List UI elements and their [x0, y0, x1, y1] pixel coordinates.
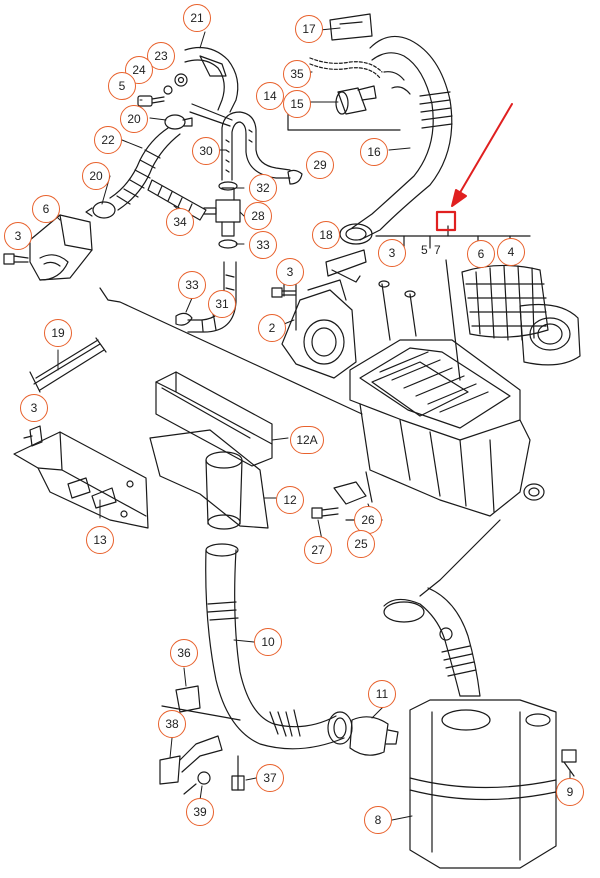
clamp-11 [349, 716, 399, 756]
duct-12a [155, 371, 273, 467]
connector-6 [29, 214, 93, 281]
label-5-group: 5 [421, 243, 428, 257]
bolt-39 [183, 771, 211, 795]
callout-2[interactable]: 2 [258, 314, 286, 342]
callout-3-mid[interactable]: 3 [276, 258, 304, 286]
dash-line-c [419, 519, 501, 597]
callout-33-mid[interactable]: 33 [249, 231, 277, 259]
clamp-20-low [85, 201, 116, 219]
callout-28[interactable]: 28 [244, 202, 272, 230]
callout-27[interactable]: 27 [304, 536, 332, 564]
highlight-arrow [435, 103, 513, 232]
line-35 [309, 57, 383, 79]
airbox-base [359, 403, 545, 517]
bracket-13 [13, 431, 149, 529]
callout-20-low[interactable]: 20 [82, 162, 110, 190]
callout-23[interactable]: 23 [147, 42, 175, 70]
clamp-18 [325, 249, 367, 283]
filter-cover [519, 303, 581, 366]
duct-12 [149, 429, 269, 530]
callout-3-lower[interactable]: 3 [20, 394, 48, 422]
resonator-pipe [383, 587, 481, 697]
callout-14[interactable]: 14 [256, 82, 284, 110]
callout-21[interactable]: 21 [183, 4, 211, 32]
hose-16 [339, 35, 453, 245]
washer-24 [163, 85, 173, 95]
callout-6-right[interactable]: 6 [467, 240, 495, 268]
callout-10[interactable]: 10 [254, 628, 282, 656]
callout-31[interactable]: 31 [208, 290, 236, 318]
callout-29[interactable]: 29 [306, 151, 334, 179]
label-7-group: 7 [434, 243, 441, 257]
callout-39[interactable]: 39 [186, 798, 214, 826]
bracket-38 [159, 735, 223, 785]
hose-10 [205, 543, 353, 750]
screw-3-lower [23, 425, 43, 447]
callout-33-low[interactable]: 33 [178, 271, 206, 299]
throttle-2 [281, 279, 357, 379]
clip-33-low [175, 312, 193, 326]
clamp-17 [329, 13, 373, 41]
callout-6[interactable]: 6 [32, 195, 60, 223]
leaders [57, 27, 571, 821]
sensor-19 [29, 337, 107, 393]
callout-9[interactable]: 9 [556, 778, 584, 806]
bolt-27 [311, 507, 339, 519]
bolt-37 [231, 755, 245, 791]
callout-8[interactable]: 8 [364, 806, 392, 834]
screw-3-left [3, 253, 29, 265]
clamp-20-top [164, 114, 193, 130]
callout-22[interactable]: 22 [94, 126, 122, 154]
callout-4[interactable]: 4 [497, 238, 525, 266]
callout-36[interactable]: 36 [170, 639, 198, 667]
callout-30[interactable]: 30 [192, 137, 220, 165]
hose-30 [221, 111, 291, 181]
hose-34 [147, 179, 207, 221]
resonator-body-8 [409, 699, 557, 869]
callout-3-left[interactable]: 3 [4, 222, 32, 250]
callout-12a[interactable]: 12A [290, 426, 324, 454]
dash-line-b [445, 259, 461, 381]
bolt-5 [137, 95, 165, 107]
clip-32 [218, 181, 238, 191]
hose-22 [109, 127, 181, 211]
callout-38[interactable]: 38 [158, 710, 186, 738]
callout-20-top[interactable]: 20 [120, 105, 148, 133]
valve-15 [335, 85, 377, 115]
callout-12[interactable]: 12 [276, 486, 304, 514]
callout-19[interactable]: 19 [44, 319, 72, 347]
callout-3-right[interactable]: 3 [378, 239, 406, 267]
callout-16[interactable]: 16 [360, 138, 388, 166]
callout-5-top[interactable]: 5 [108, 72, 136, 100]
callout-18[interactable]: 18 [312, 221, 340, 249]
bolts-5-7 [378, 280, 417, 341]
clip-33-mid [218, 239, 238, 249]
clip-23 [174, 73, 188, 87]
callout-32[interactable]: 32 [249, 174, 277, 202]
clip-9 [561, 749, 577, 777]
callout-17[interactable]: 17 [295, 15, 323, 43]
bracket-36 [161, 685, 241, 721]
callout-15[interactable]: 15 [283, 90, 311, 118]
callout-37[interactable]: 37 [256, 764, 284, 792]
callout-34[interactable]: 34 [166, 208, 194, 236]
callout-25[interactable]: 25 [347, 530, 375, 558]
dash-line-a [99, 287, 363, 415]
callout-26[interactable]: 26 [354, 506, 382, 534]
clip-29 [287, 169, 303, 185]
tee-28 [203, 187, 241, 237]
callout-11[interactable]: 11 [368, 680, 396, 708]
callout-35[interactable]: 35 [283, 60, 311, 88]
airbox-lid [349, 339, 521, 441]
filter-element-4 [461, 264, 549, 341]
callout-13[interactable]: 13 [86, 526, 114, 554]
